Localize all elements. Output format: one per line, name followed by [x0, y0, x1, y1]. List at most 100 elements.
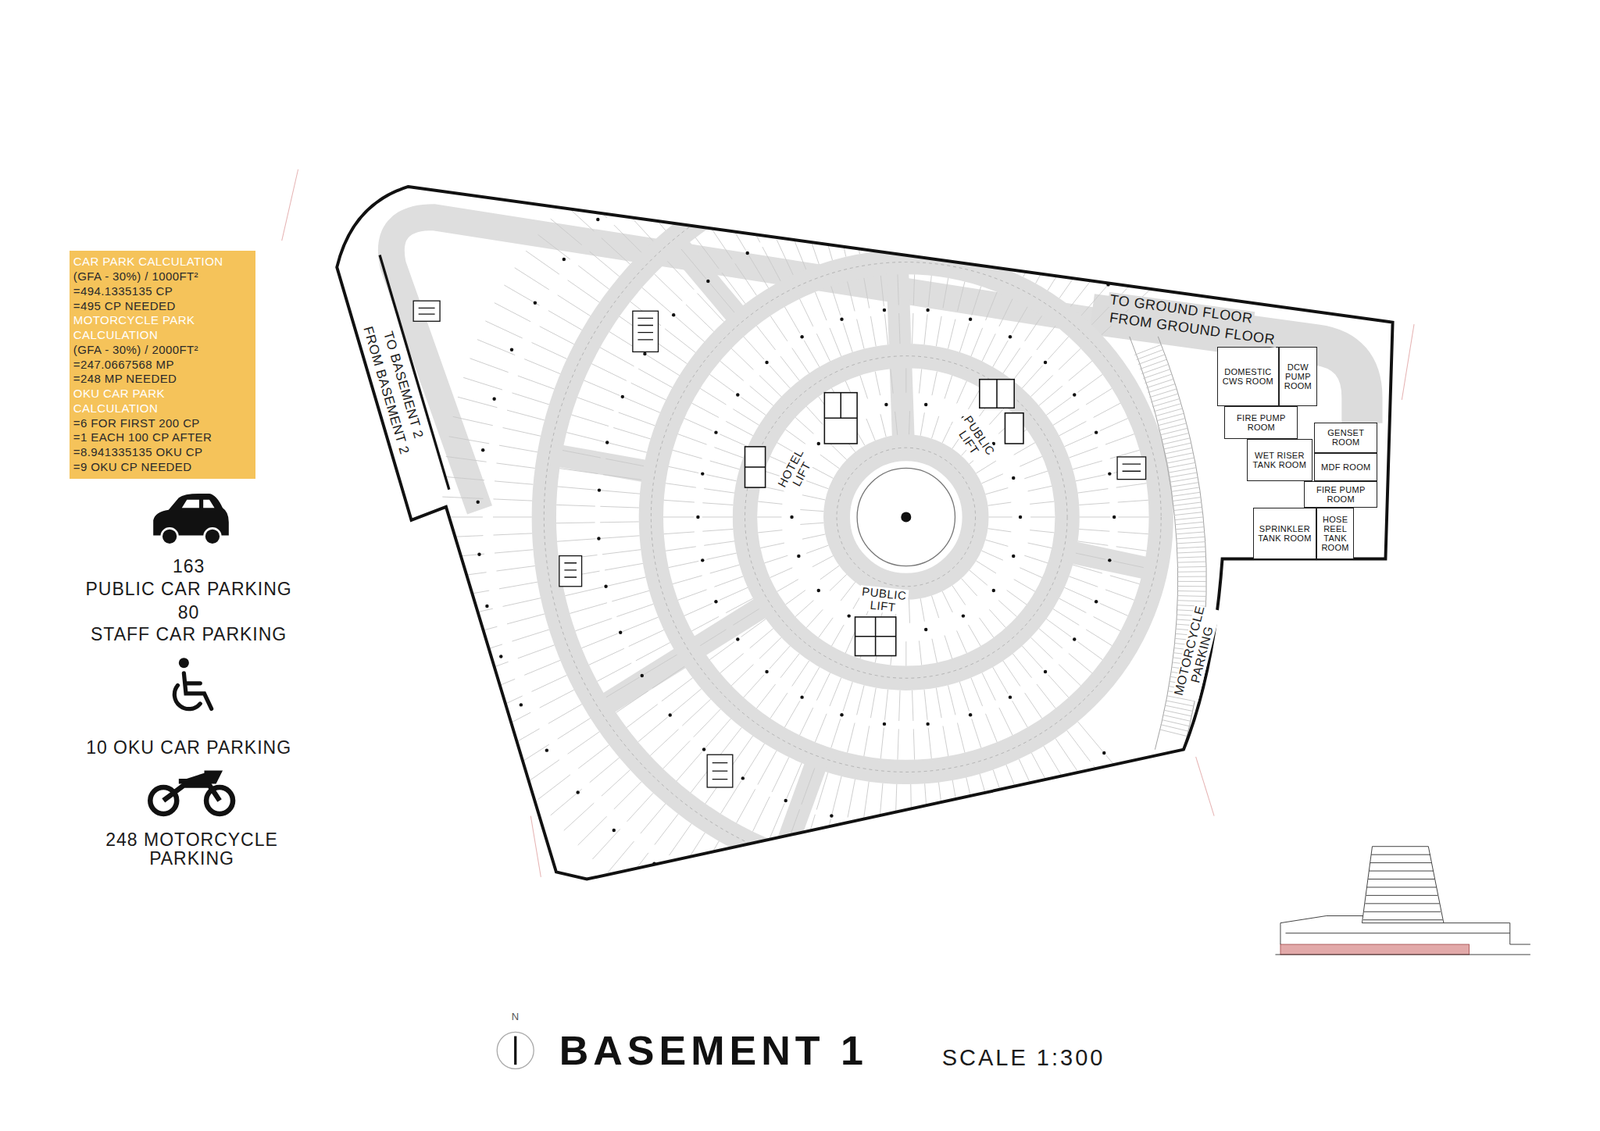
stall-line	[1081, 285, 1108, 315]
stall-line	[845, 172, 853, 211]
stall-line	[999, 299, 1013, 327]
stall-line	[503, 285, 540, 306]
motorcycle-bay	[1166, 457, 1195, 464]
stall-line	[1033, 74, 1047, 114]
stall-line	[786, 809, 800, 847]
column	[696, 889, 700, 893]
stall-line	[661, 678, 693, 702]
stall-line	[957, 216, 965, 255]
lift-core	[839, 392, 842, 419]
stall-line	[463, 644, 503, 658]
stall-line	[601, 770, 631, 797]
stall-line	[1036, 684, 1056, 709]
stall-line	[1050, 81, 1065, 120]
stall-line	[827, 176, 836, 215]
stall-line	[511, 629, 549, 642]
stall-line	[752, 796, 770, 833]
stall-line	[863, 169, 868, 208]
motorcycle-bay	[1175, 517, 1204, 521]
stall-line	[578, 265, 609, 290]
column	[949, 941, 953, 945]
stall-line	[931, 596, 939, 619]
stall-line	[935, 316, 942, 347]
stall-line	[957, 722, 965, 753]
stall-line	[978, 617, 993, 638]
column	[706, 279, 710, 283]
motorcycle-bay	[1178, 581, 1208, 583]
column	[481, 448, 485, 452]
stall-line	[831, 718, 841, 748]
stall-line	[503, 728, 540, 750]
stall-line	[499, 582, 538, 590]
stall-line	[1003, 878, 1014, 917]
stall-line	[969, 570, 988, 586]
column	[961, 614, 965, 618]
stall-line	[975, 560, 996, 574]
stall-line	[524, 660, 561, 675]
stall-line	[1105, 434, 1135, 445]
stall-line	[840, 582, 855, 601]
stall-line	[922, 891, 925, 931]
stall-line	[757, 501, 783, 504]
stall-line	[829, 678, 842, 707]
motorcycle-bay	[1165, 453, 1194, 459]
plant-room: DOMESTIC CWS ROOM	[1217, 346, 1279, 407]
stall-line	[1110, 253, 1136, 283]
column	[499, 654, 503, 658]
stall-line	[820, 565, 840, 580]
lift-label: PUBLIC LIFT	[858, 585, 910, 615]
motorcycle-bay	[1164, 710, 1193, 717]
stall-line	[668, 560, 699, 568]
stall-line	[800, 299, 814, 327]
stall-line	[678, 434, 708, 445]
stall-line	[1085, 629, 1112, 647]
stall-line	[715, 150, 734, 186]
plant-room: FIRE PUMP ROOM	[1303, 481, 1378, 508]
stall-line	[942, 939, 947, 980]
stall-line	[457, 626, 497, 638]
stall-line	[492, 499, 533, 501]
stall-line	[1035, 249, 1055, 283]
stall-line	[614, 782, 642, 810]
stall-line	[663, 516, 694, 518]
car-wheel	[161, 528, 179, 545]
motorcycle-bay	[1134, 344, 1161, 355]
motorcycle-bay	[1152, 398, 1180, 407]
stall-line	[671, 689, 702, 715]
stall-line	[979, 60, 987, 100]
stall-line	[985, 488, 1008, 495]
stall-line	[507, 614, 545, 625]
stall-line	[1084, 230, 1107, 263]
column	[477, 553, 481, 557]
column	[702, 747, 706, 751]
motorcycle-bay	[1164, 447, 1193, 454]
stall-line	[852, 888, 858, 927]
stall-line	[971, 220, 981, 258]
stall-line	[806, 481, 829, 490]
stall-line	[613, 427, 650, 440]
stall-line	[600, 347, 634, 367]
lift-core	[996, 379, 998, 409]
stall-line	[681, 249, 707, 279]
stall-line	[988, 528, 1012, 533]
stall-line	[1068, 576, 1098, 587]
stall-line	[684, 418, 713, 432]
room-name: FIRE PUMP ROOM	[1227, 413, 1295, 433]
motorcycle-bay	[1168, 472, 1197, 478]
stall-line	[1097, 241, 1122, 272]
column	[822, 94, 826, 98]
column	[1094, 430, 1098, 434]
stall-line	[1078, 528, 1110, 532]
stall-line	[668, 178, 691, 211]
stall-line	[725, 598, 754, 613]
stall-line	[728, 908, 744, 947]
stall-line	[611, 590, 650, 602]
stall-line	[1116, 483, 1147, 488]
wheelchair-wheel	[174, 685, 200, 709]
motorcycle-bay	[1163, 442, 1192, 450]
stall-line	[719, 434, 748, 447]
stall-line	[728, 88, 744, 126]
stall-line	[997, 229, 1011, 267]
stall-line	[657, 874, 679, 909]
lift-core	[979, 379, 1015, 409]
